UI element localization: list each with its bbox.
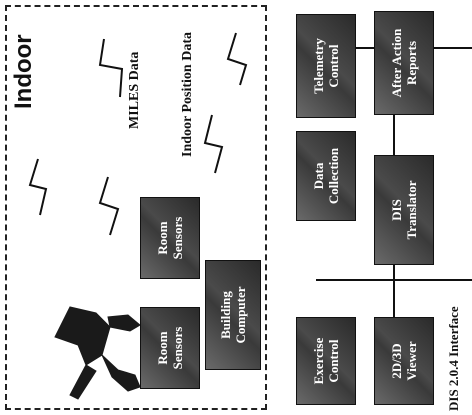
- signal-bolt: [28, 158, 48, 216]
- signal-bolt: [98, 176, 120, 236]
- signal-bolt: [98, 38, 124, 98]
- dis-interface-label: DIS 2.0.4 Interface: [446, 306, 461, 411]
- signal-bolt: [203, 114, 224, 174]
- signal-bolt: [226, 32, 248, 86]
